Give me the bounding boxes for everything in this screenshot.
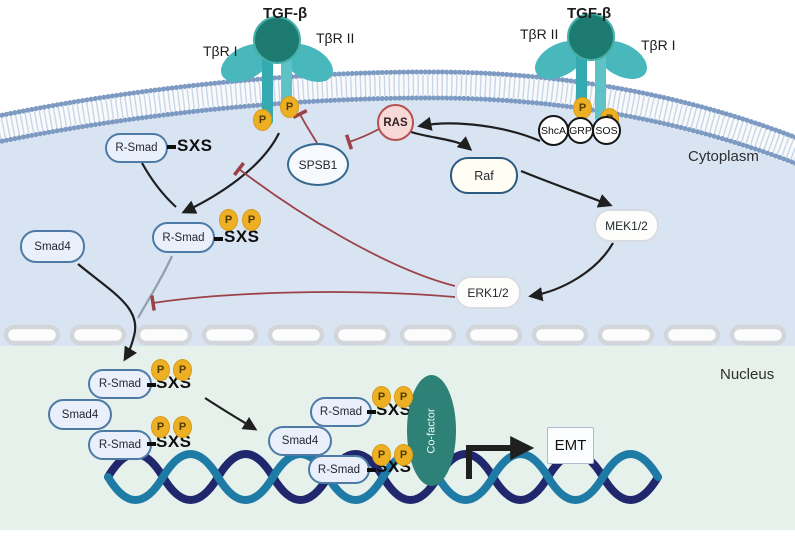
r-smad-pill: R-Smad <box>88 369 152 399</box>
phospho-badge: P <box>253 109 272 131</box>
smad4-pill: Smad4 <box>48 399 112 430</box>
activation-arrows <box>77 116 614 431</box>
arrow-receptor-to-rsmad <box>181 132 280 214</box>
transcription-arrow <box>466 436 535 479</box>
phospho-badge: P <box>173 416 192 438</box>
receptor-type1-label-left: TβR I <box>203 43 238 59</box>
phospho-badge: P <box>173 359 192 381</box>
dna-strand-teal <box>104 450 662 504</box>
smad4-pill: Smad4 <box>20 230 85 263</box>
arrow-smad4-to-nucleus <box>77 263 138 362</box>
phospho-badge: P <box>280 96 299 118</box>
r-smad-pill: R-Smad <box>88 430 152 460</box>
inhibit-erk-to-phospho <box>232 161 456 287</box>
phospho-badge: P <box>242 209 261 231</box>
phospho-badge: P <box>151 359 170 381</box>
phospho-badge: P <box>394 444 413 466</box>
nuclear-envelope <box>3 324 787 346</box>
arrow-rsmad-to-phospho <box>141 162 177 208</box>
inhibit-ras-to-spsb1 <box>344 128 380 150</box>
phospho-badge: P <box>394 386 413 408</box>
tgfb-ligand-right <box>567 13 615 61</box>
receptor-type1-label-right: TβR I <box>641 37 676 53</box>
receptor-type2-label-right: TβR II <box>520 26 559 42</box>
ligand-label-left: TGF-β <box>263 5 308 22</box>
arrow-raf-to-mek <box>520 169 613 208</box>
cofactor-node: Co-factor <box>407 375 456 486</box>
phospho-badge: P <box>372 386 391 408</box>
adaptor-shca: ShcA <box>538 115 569 146</box>
sxs-connector <box>367 468 376 472</box>
inhibition-lines <box>150 109 456 311</box>
inhibit-erk-to-translocation <box>150 291 456 311</box>
sxs-motif: SXS <box>224 227 260 246</box>
spsb1-node: SPSB1 <box>287 143 349 186</box>
r-smad-pill: R-Smad <box>105 133 168 163</box>
phospho-badge: P <box>372 444 391 466</box>
cytoplasm-region <box>0 84 795 346</box>
ras-node: RAS <box>377 104 414 141</box>
tgfb-ligand-left <box>253 16 301 64</box>
adaptor-sos: SOS <box>592 116 621 145</box>
cofactor-label: Co-factor <box>425 407 438 454</box>
phospho-badge: P <box>219 209 238 231</box>
arrow-rsmad-to-merge <box>137 255 173 319</box>
r-smad-pill: R-Smad <box>308 455 370 484</box>
mek-node: MEK1/2 <box>594 209 659 242</box>
arrow-ras-to-raf <box>410 130 473 151</box>
arrow-complex-to-dna <box>204 397 258 431</box>
smad4-pill: Smad4 <box>268 426 332 456</box>
phospho-badge: P <box>151 416 170 438</box>
sxs-connector <box>147 383 156 387</box>
sxs-motif: SXS <box>177 136 213 155</box>
r-smad-pill: R-Smad <box>310 397 372 427</box>
receptor-type2-label-left: TβR II <box>316 30 355 46</box>
arrow-adaptors-to-ras <box>417 116 541 143</box>
sxs-connector <box>214 237 223 241</box>
nucleus-label: Nucleus <box>720 366 775 383</box>
cytoplasm-label: Cytoplasm <box>688 148 759 165</box>
sxs-connector <box>167 145 176 149</box>
adaptor-grp: GRP <box>567 117 594 144</box>
sxs-connector <box>147 442 156 446</box>
tgfb-receptor-left <box>221 16 333 126</box>
ligand-label-right: TGF-β <box>567 5 612 22</box>
sxs-connector <box>367 410 376 414</box>
emt-gene-box: EMT <box>547 427 594 464</box>
raf-node: Raf <box>450 157 518 194</box>
r-smad-pill: R-Smad <box>152 222 215 253</box>
arrow-mek-to-erk <box>528 242 614 302</box>
plasma-membrane <box>0 69 795 166</box>
phospho-badge: P <box>573 97 592 119</box>
inhibit-spsb1-to-receptor <box>292 109 318 144</box>
erk-node: ERK1/2 <box>455 276 521 309</box>
